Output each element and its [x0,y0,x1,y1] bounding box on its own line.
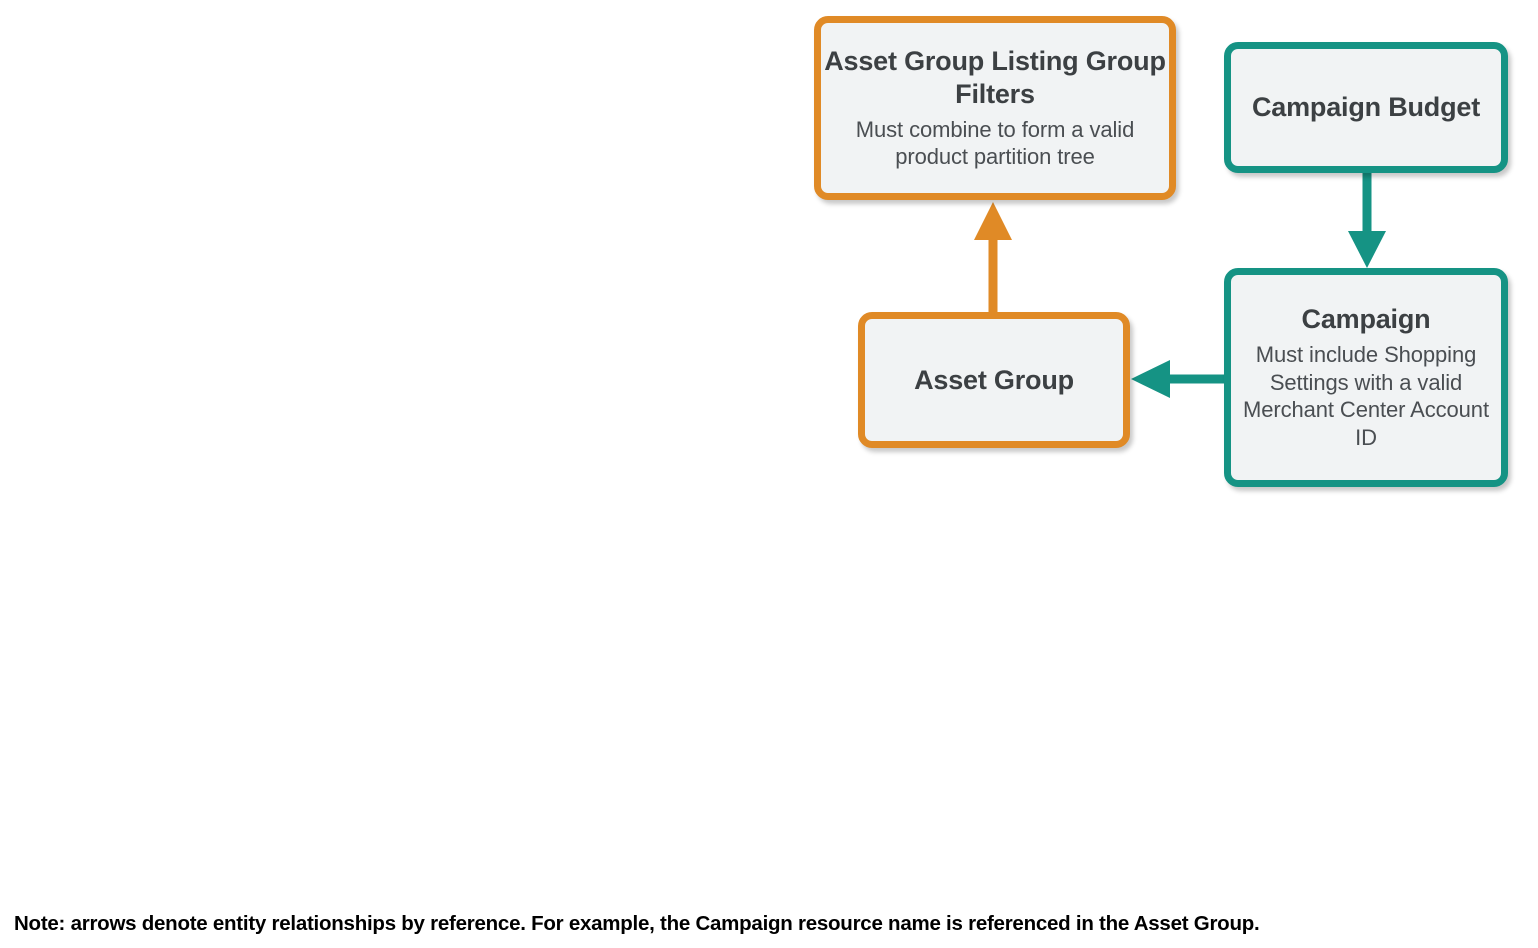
arrow-asset-group-to-listing-group-filters [974,202,1012,315]
node-asset-group[interactable]: Asset Group [858,312,1130,448]
node-title: Asset Group [914,364,1074,395]
node-title: Asset Group Listing Group Filters [824,45,1166,109]
node-subtitle: Must combine to form a valid product par… [855,116,1135,170]
diagram-note: Note: arrows denote entity relationships… [14,912,1260,935]
node-asset-group-listing-group-filters[interactable]: Asset Group Listing Group Filters Must c… [814,16,1176,200]
arrow-campaign-budget-to-campaign [1348,170,1386,268]
node-campaign-budget[interactable]: Campaign Budget [1224,42,1508,173]
arrow-campaign-to-asset-group [1131,360,1227,398]
node-campaign[interactable]: Campaign Must include Shopping Settings … [1224,268,1508,487]
node-subtitle: Must include Shopping Settings with a va… [1243,342,1489,451]
node-title: Campaign [1301,304,1431,335]
node-title: Campaign Budget [1251,92,1480,123]
